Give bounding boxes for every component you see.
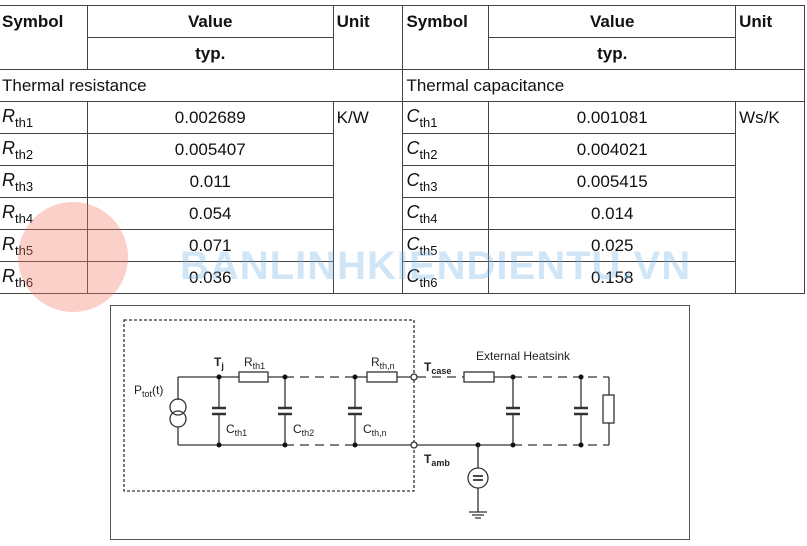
header-value: Value xyxy=(86,5,334,38)
symbol-cell: Rth1 xyxy=(0,101,88,134)
label-rthn: Rth,n xyxy=(371,355,395,371)
value-cell: 0.025 xyxy=(488,229,737,262)
header-unit: Unit xyxy=(735,5,805,70)
value-cell: 0.002689 xyxy=(86,101,334,134)
label-cth2: Cth2 xyxy=(293,422,314,438)
header-symbol: Symbol xyxy=(402,5,490,70)
symbol-cell: Rth4 xyxy=(0,197,88,230)
value-cell: 0.005415 xyxy=(488,165,737,198)
symbol-cell: Rth6 xyxy=(0,261,88,294)
section-thermal-resistance: Thermal resistance xyxy=(0,69,404,102)
symbol-cell: Cth5 xyxy=(402,229,490,262)
symbol-cell: Cth1 xyxy=(402,101,490,134)
current-source-icon xyxy=(169,398,187,416)
header-unit: Unit xyxy=(332,5,404,70)
capacitor-icon xyxy=(348,377,362,445)
value-cell: 0.014 xyxy=(488,197,737,230)
label-cthn: Cth,n xyxy=(363,422,387,438)
terminal-tcase xyxy=(410,373,418,381)
header-typ: typ. xyxy=(488,37,737,70)
resistor-rthn xyxy=(366,371,398,383)
label-tamb: Tamb xyxy=(424,452,450,468)
symbol-cell: Cth2 xyxy=(402,133,490,166)
value-cell: 0.005407 xyxy=(86,133,334,166)
capacitor-icon xyxy=(212,377,226,445)
header-typ: typ. xyxy=(86,37,334,70)
value-cell: 0.158 xyxy=(488,261,737,294)
value-cell: 0.004021 xyxy=(488,133,737,166)
capacitor-icon xyxy=(506,377,520,445)
circuit-diagram: Ptot(t) Tj Rth1 Rth,n Tcase External Hea… xyxy=(123,319,615,519)
label-external-heatsink: External Heatsink xyxy=(476,349,571,363)
package-boundary xyxy=(123,319,415,492)
symbol-cell: Rth2 xyxy=(0,133,88,166)
symbol-cell: Cth3 xyxy=(402,165,490,198)
label-tcase: Tcase xyxy=(424,360,451,376)
value-cell: 0.071 xyxy=(86,229,334,262)
header-symbol: Symbol xyxy=(0,5,88,70)
unit-cell: K/W xyxy=(332,101,404,294)
label-cth1: Cth1 xyxy=(226,422,247,438)
resistor-heatsink xyxy=(463,371,495,383)
value-cell: 0.001081 xyxy=(488,101,737,134)
resistor-heatsink-end xyxy=(602,394,615,424)
capacitor-icon xyxy=(574,377,588,445)
unit-cell: Ws/K xyxy=(735,101,805,294)
header-value: Value xyxy=(488,5,737,38)
symbol-cell: Cth6 xyxy=(402,261,490,294)
section-thermal-capacitance: Thermal capacitance xyxy=(402,69,805,102)
value-cell: 0.054 xyxy=(86,197,334,230)
label-ptot: Ptot(t) xyxy=(134,383,163,399)
label-tj: Tj xyxy=(214,355,224,371)
symbol-cell: Rth3 xyxy=(0,165,88,198)
resistor-rth1 xyxy=(238,371,269,383)
voltage-source-icon xyxy=(467,467,489,489)
value-cell: 0.036 xyxy=(86,261,334,294)
terminal-tamb xyxy=(410,441,418,449)
thermal-equivalent-circuit: Ptot(t) Tj Rth1 Rth,n Tcase External Hea… xyxy=(110,305,690,540)
thermal-table: Symbol Value Unit Symbol Value Unit typ.… xyxy=(0,5,805,294)
symbol-cell: Rth5 xyxy=(0,229,88,262)
value-cell: 0.011 xyxy=(86,165,334,198)
symbol-cell: Cth4 xyxy=(402,197,490,230)
label-rth1: Rth1 xyxy=(244,355,265,371)
capacitor-icon xyxy=(278,377,292,445)
